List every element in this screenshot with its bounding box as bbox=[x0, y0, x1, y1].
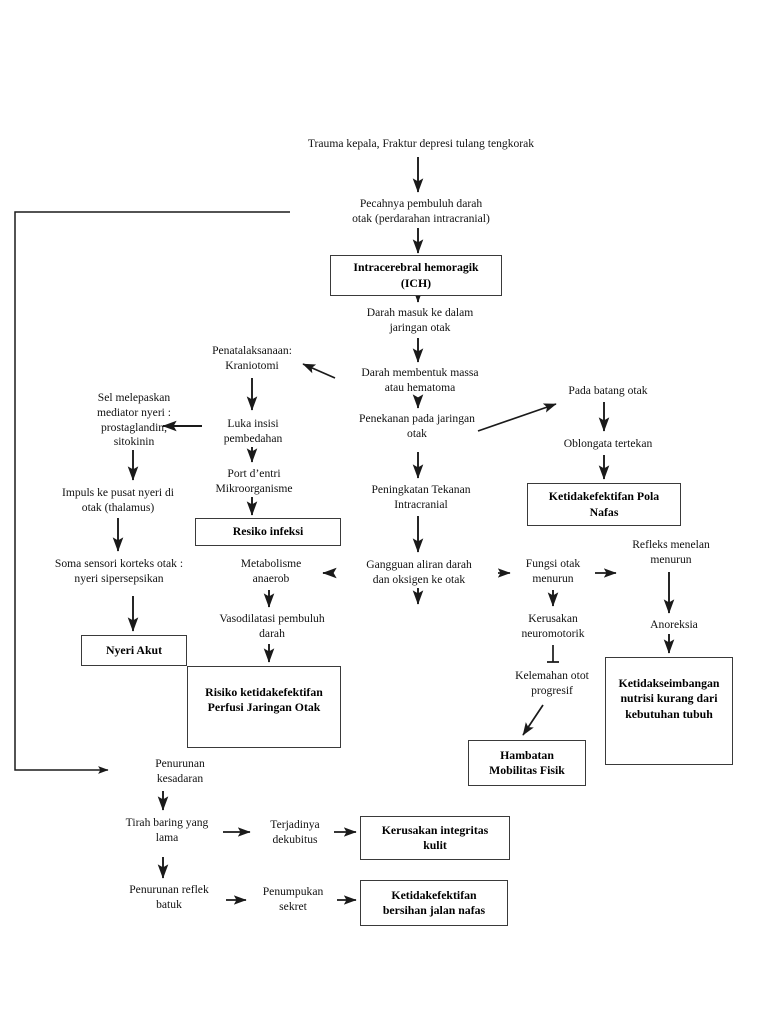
node-n13: Soma sensori korteks otak : nyeri sipers… bbox=[54, 557, 184, 585]
node-n14: Metabolisme anaerob bbox=[240, 557, 302, 585]
node-n5: Penekanan pada jaringan otak bbox=[359, 412, 475, 440]
node-n1: Trauma kepala, Fraktur depresi tulang te… bbox=[307, 137, 535, 150]
node-n21: Refleks menelan menurun bbox=[632, 538, 710, 566]
node-n2: Pecahnya pembuluh darah otak (perdarahan… bbox=[352, 197, 490, 225]
node-n17: Oblongata tertekan bbox=[563, 437, 653, 450]
diagnosis-box-b1: Intracerebral hemoragik (ICH) bbox=[330, 255, 502, 296]
arrow-kerusakan-to-kelemahan bbox=[547, 645, 559, 663]
node-n4: Darah membentuk massa atau hematoma bbox=[361, 366, 479, 394]
node-n19: Kerusakan neuromotorik bbox=[521, 612, 585, 640]
node-n12: Impuls ke pusat nyeri di otak (thalamus) bbox=[61, 486, 175, 514]
node-n7: Gangguan aliran darah dan oksigen ke ota… bbox=[366, 558, 472, 586]
arrow-kelemahan-to-hambatan bbox=[522, 704, 544, 736]
node-n18: Fungsi otak menurun bbox=[525, 557, 581, 585]
diagnosis-box-b8: Kerusakan integritas kulit bbox=[360, 816, 510, 860]
diagnosis-box-b5: Ketidakefektifan Pola Nafas bbox=[527, 483, 681, 526]
node-n9: Luka insisi pembedahan bbox=[223, 417, 283, 445]
diagnosis-box-b2: Resiko infeksi bbox=[195, 518, 341, 546]
node-n11: Sel melepaskan mediator nyeri : prostagl… bbox=[96, 391, 172, 449]
node-n27: Penumpukan sekret bbox=[262, 885, 324, 913]
node-n26: Penurunan reflek batuk bbox=[129, 883, 209, 911]
diagnosis-box-b7: Hambatan Mobilitas Fisik bbox=[468, 740, 586, 786]
diagnosis-box-b9: Ketidakefektifan bersihan jalan nafas bbox=[360, 880, 508, 926]
node-n20: Kelemahan otot progresif bbox=[515, 669, 589, 697]
diagnosis-box-b3: Nyeri Akut bbox=[81, 635, 187, 666]
node-n22: Anoreksia bbox=[650, 618, 698, 631]
node-n24: Tirah baring yang lama bbox=[125, 816, 209, 844]
diagnosis-box-b4: Risiko ketidakefektifan Perfusi Jaringan… bbox=[187, 666, 341, 748]
arrow-massa-to-kraniotomi bbox=[302, 363, 336, 379]
node-n8: Penatalaksanaan: Kraniotomi bbox=[212, 344, 292, 372]
diagnosis-box-b6: Ketidakseimbangan nutrisi kurang dari ke… bbox=[605, 657, 733, 765]
node-n6: Peningkatan Tekanan Intracranial bbox=[371, 483, 471, 511]
node-n16: Pada batang otak bbox=[568, 384, 648, 397]
node-n25: Terjadinya dekubitus bbox=[270, 818, 320, 846]
node-n23: Penurunan kesadaran bbox=[155, 757, 205, 785]
node-n3: Darah masuk ke dalam jaringan otak bbox=[366, 306, 474, 334]
node-n15: Vasodilatasi pembuluh darah bbox=[219, 612, 325, 640]
node-n10: Port d’entri Mikroorganisme bbox=[215, 467, 293, 495]
